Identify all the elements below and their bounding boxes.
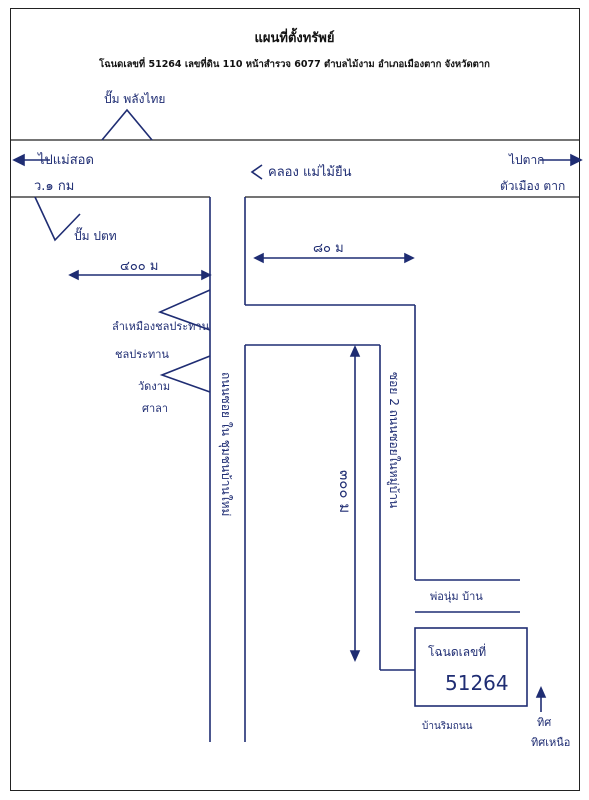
label-gas-station-top: ปั๊ม พลังไทย: [104, 90, 165, 106]
dim-300-arrow-bottom: [349, 650, 361, 662]
label-plot: โฉนดเลขที่: [428, 643, 486, 659]
label-owner-house: บ้านริมถนน: [422, 720, 473, 732]
label-plot-number: 51264: [445, 671, 509, 695]
arrow-head-right: [570, 153, 583, 167]
label-dist-300: ๓๐๐ ม: [336, 470, 354, 513]
map-title: แผนที่ตั้งทรัพย์: [254, 31, 335, 46]
label-canal: คลอง แม่ไม้ยืน: [268, 164, 352, 180]
temple-marker: [159, 355, 211, 393]
label-to-tak: ไปตาก: [508, 153, 544, 167]
arrow-head-left: [12, 153, 25, 167]
deed-subtitle: โฉนดเลขที่ 51264 เลขที่ดิน 110 หน้าสำรวจ…: [99, 59, 490, 70]
label-to-mae-sot: ไปแม่สอด: [37, 152, 94, 168]
label-irrigation-2: ชลประทาน: [115, 348, 169, 361]
dim-300-arrow-top: [349, 345, 361, 357]
label-north: ทิศเหนือ: [531, 736, 570, 749]
label-temple-2: ศาลา: [142, 402, 168, 415]
label-soi-2: ซอย 2 ถนนซอยในหมู่บ้าน: [386, 372, 401, 508]
plot-51264-boundary: [414, 627, 528, 707]
label-nearby-house: พ่อนุ่ม บ้าน: [430, 590, 483, 603]
page-border: [10, 8, 580, 791]
irrigation-marker: [157, 289, 211, 331]
label-tak-city: ตัวเมือง ตาก: [500, 179, 565, 193]
dim-80-arrow-left: [253, 252, 264, 264]
label-main-soi: ถนนซอย ใน ชุมชนบ้านใหม่: [218, 372, 233, 516]
label-north-short: ทิศ: [537, 716, 551, 729]
gas-station-top-marker: [101, 108, 153, 141]
dim-400-arrow-left: [68, 269, 79, 281]
dim-80-arrow-right: [404, 252, 415, 264]
label-gas-station-pt: ปั๊ม ปตท: [74, 227, 117, 243]
canal-arrow: [250, 164, 263, 180]
north-arrow-head: [535, 686, 547, 698]
label-distance-highway: ว.๑ กม: [34, 179, 74, 194]
gas-station-pt-marker: [34, 196, 81, 242]
dim-400-arrow-right: [201, 269, 212, 281]
label-dist-400: ๔๐๐ ม: [120, 259, 158, 274]
label-irrigation: ลำเหมืองชลประทาน: [112, 320, 210, 333]
label-temple: วัดงาม: [138, 380, 170, 393]
label-dist-80: ๘๐ ม: [313, 241, 344, 256]
